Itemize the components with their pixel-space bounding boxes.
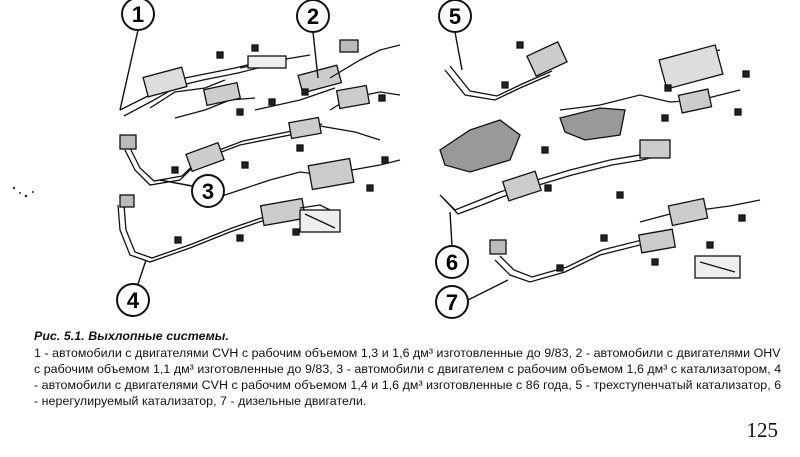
callout-label: 3 (202, 179, 214, 204)
page-number: 125 (746, 418, 779, 442)
callout-label: 7 (446, 290, 458, 315)
callout-1: 1 (119, 0, 155, 111)
callout-4: 4 (116, 259, 150, 317)
callout-label: 4 (127, 288, 140, 313)
left-exhaust-assemblies (117, 39, 401, 263)
callout-5: 5 (438, 0, 472, 71)
callout-label: 2 (307, 4, 319, 29)
callout-label: 1 (132, 2, 144, 27)
callout-label: 6 (446, 250, 458, 275)
callout-6: 6 (435, 211, 469, 279)
right-exhaust-assemblies (439, 40, 761, 283)
caption-body: 1 - автомобили с двигателями CVH с рабоч… (34, 346, 782, 408)
callout-3: 3 (159, 174, 225, 208)
callout-7: 7 (435, 279, 509, 319)
exhaust-systems-figure: 1 2 3 4 (12, 0, 761, 319)
callout-2: 2 (296, 0, 330, 79)
callout-label: 5 (449, 4, 461, 29)
scan-specks (12, 186, 34, 198)
caption-title: Рис. 5.1. Выхлопные системы. (34, 329, 229, 343)
figure-caption: Рис. 5.1. Выхлопные системы. 1 - автомоб… (34, 328, 786, 409)
